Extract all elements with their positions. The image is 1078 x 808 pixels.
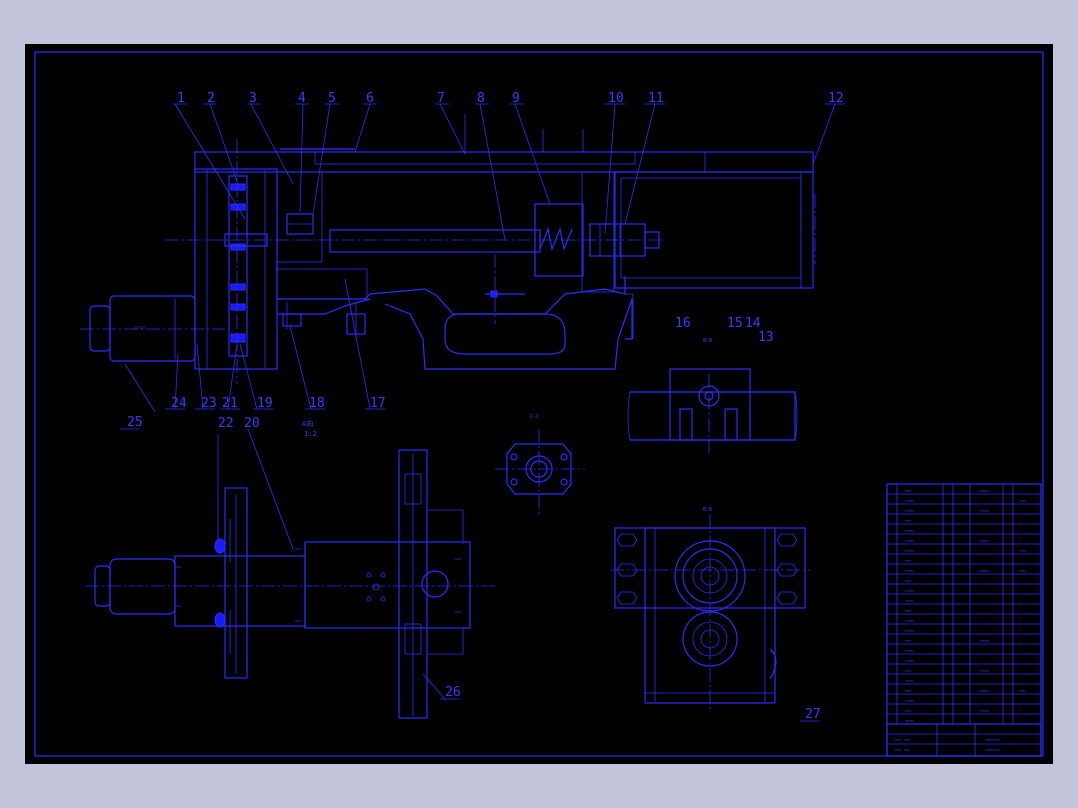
svg-text:▭▭: ▭▭ (905, 608, 911, 614)
svg-text:▭▭: ▭▭ (1020, 568, 1026, 574)
svg-text:▭▭: ▭▭ (905, 638, 911, 644)
svg-text:▭▭▭: ▭▭▭ (905, 498, 914, 504)
svg-text:▭▭▭: ▭▭▭ (905, 618, 914, 624)
leader-lines-bottom (124, 278, 371, 413)
part-label-8: 8 (477, 91, 485, 106)
svg-text:▭▭▭: ▭▭▭ (905, 548, 914, 554)
part-label-27: 27 (805, 707, 821, 722)
svg-text:▭▭▭: ▭▭▭ (905, 568, 914, 574)
part-label-18: 18 (309, 396, 325, 411)
svg-text:▭▭▭▭▭: ▭▭▭▭▭ (985, 737, 1000, 743)
view-note-a: A向 (302, 419, 313, 428)
part-label-25: 25 (127, 415, 143, 430)
part-label-19: 19 (257, 396, 273, 411)
part-label-20: 20 (244, 416, 260, 431)
svg-text:▭▭: ▭▭ (905, 558, 911, 564)
part-label-1: 1 (177, 91, 185, 106)
svg-text:▭▭▭: ▭▭▭ (905, 678, 914, 684)
part-label-26: 26 (445, 685, 461, 700)
plan-view (85, 428, 495, 719)
svg-text:▭▭: ▭▭ (905, 688, 911, 694)
assembly-drawing: ○○○○ 1 2 3 4 5 (34, 51, 1044, 757)
svg-text:▭▭▭: ▭▭▭ (905, 508, 914, 514)
part-label-23: 23 (201, 396, 217, 411)
part-label-7: 7 (437, 91, 445, 106)
svg-text:▭▭: ▭▭ (1020, 498, 1026, 504)
part-label-15: 15 (727, 316, 743, 331)
svg-text:▭▭: ▭▭ (905, 668, 911, 674)
parts-list-table: ▭▭ ▭▭▭ ▭▭▭ ▭▭ ▭▭▭ ▭▭▭ ▭▭▭ ▭▭ ▭▭▭ ▭▭ ▭▭▭ … (886, 483, 1042, 757)
detail-view-bearing: B-B (627, 338, 798, 454)
part-label-14: 14 (745, 316, 761, 331)
section-b-label: B-B (703, 507, 712, 513)
svg-text:▭▭▭: ▭▭▭ (980, 488, 989, 494)
svg-text:B-B: B-B (703, 338, 712, 344)
svg-text:▭▭▭: ▭▭▭ (980, 708, 989, 714)
svg-text:▭▭: ▭▭ (905, 578, 911, 584)
svg-text:▭▭▭: ▭▭▭ (905, 698, 914, 704)
part-label-16: 16 (675, 316, 691, 331)
part-label-24: 24 (171, 396, 187, 411)
svg-text:▭▭: ▭▭ (1020, 688, 1026, 694)
svg-text:▭▭▭: ▭▭▭ (905, 598, 914, 604)
svg-text:▭▭: ▭▭ (905, 518, 911, 524)
svg-text:▭▭▭: ▭▭▭ (905, 658, 914, 664)
svg-text:▭▭: ▭▭ (1020, 548, 1026, 554)
part-label-4: 4 (298, 91, 306, 106)
svg-text:▭▭▭: ▭▭▭ (905, 528, 914, 534)
section-c-view: C-C (495, 414, 585, 514)
svg-text:▭▭▭: ▭▭▭ (905, 538, 914, 544)
svg-text:▭▭: ▭▭ (905, 488, 911, 494)
part-number-labels: 1 2 3 4 5 6 7 8 9 10 11 12 13 14 15 16 1… (120, 91, 845, 722)
part-label-11: 11 (648, 91, 664, 106)
view-note-scale: 1:2 (304, 430, 317, 438)
part-label-22: 22 (218, 416, 234, 431)
inner-border (34, 51, 1044, 757)
leader-lines-top (174, 103, 836, 241)
svg-text:▭▭▭: ▭▭▭ (905, 648, 914, 654)
svg-text:▭▭▭: ▭▭▭ (980, 668, 989, 674)
drawing-sheet: ○○○○ 1 2 3 4 5 (25, 44, 1053, 764)
svg-text:▭▭▭: ▭▭▭ (980, 538, 989, 544)
svg-text:▭▭▭: ▭▭▭ (980, 508, 989, 514)
svg-text:▭▭▭: ▭▭▭ (905, 588, 914, 594)
part-label-6: 6 (366, 91, 374, 106)
part-label-2: 2 (207, 91, 215, 106)
svg-text:▭▭ ▭▭: ▭▭ ▭▭ (895, 737, 910, 743)
svg-text:▭▭▭: ▭▭▭ (980, 688, 989, 694)
svg-text:▭▭▭: ▭▭▭ (980, 638, 989, 644)
section-c-label: C-C (530, 414, 539, 420)
part-label-10: 10 (608, 91, 624, 106)
part-label-5: 5 (328, 91, 336, 106)
svg-text:▭▭▭: ▭▭▭ (905, 628, 914, 634)
svg-text:▭▭ ▭▭: ▭▭ ▭▭ (895, 747, 910, 753)
part-label-12: 12 (828, 91, 844, 106)
part-label-13: 13 (758, 330, 774, 345)
part-label-9: 9 (512, 91, 520, 106)
svg-text:▭▭▭▭▭: ▭▭▭▭▭ (985, 747, 1000, 753)
part-label-17: 17 (370, 396, 386, 411)
svg-text:▭▭▭: ▭▭▭ (980, 568, 989, 574)
section-b-view: B-B (610, 507, 810, 709)
part-label-21: 21 (222, 396, 238, 411)
svg-text:▭▭: ▭▭ (905, 708, 911, 714)
svg-text:○○○○: ○○○○ (133, 325, 145, 331)
svg-text:▭▭▭: ▭▭▭ (905, 718, 914, 724)
part-label-3: 3 (249, 91, 257, 106)
